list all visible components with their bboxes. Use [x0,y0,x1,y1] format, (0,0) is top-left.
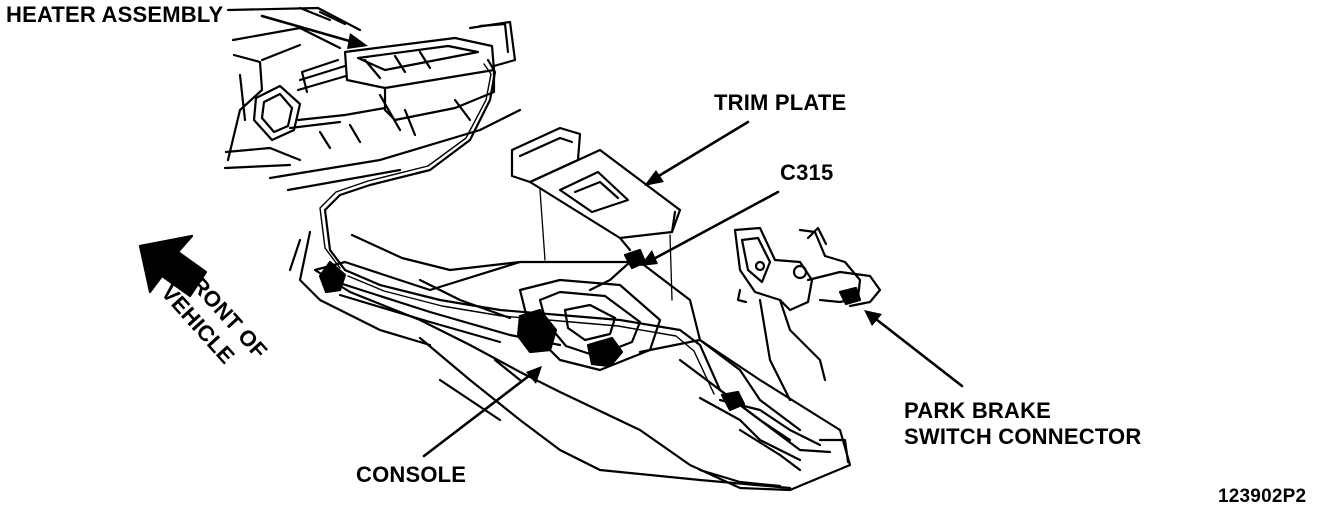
harness-wire-upper [323,58,497,272]
park-brake-switch-connector [806,270,882,308]
console [313,260,852,492]
console-label: CONSOLE [356,462,467,487]
heater-assembly-label: HEATER ASSEMBLY [6,2,224,27]
park-brake-label-line1: PARK BRAKE [904,398,1052,423]
trim-plate [510,126,682,301]
leader-arrowheads [347,33,882,384]
leader-lines [260,14,964,458]
front-arrow-icon [138,234,208,298]
heater-assembly [252,20,517,150]
floor-panel [288,230,792,490]
dashboard-outline [223,6,522,192]
figure-id-label: 123902P2 [1218,486,1307,507]
trim-plate-label: TRIM PLATE [714,90,847,115]
park-brake-bracket [733,226,862,402]
park-brake-label-line2: SWITCH CONNECTOR [904,424,1142,449]
c315-label: C315 [780,160,834,185]
